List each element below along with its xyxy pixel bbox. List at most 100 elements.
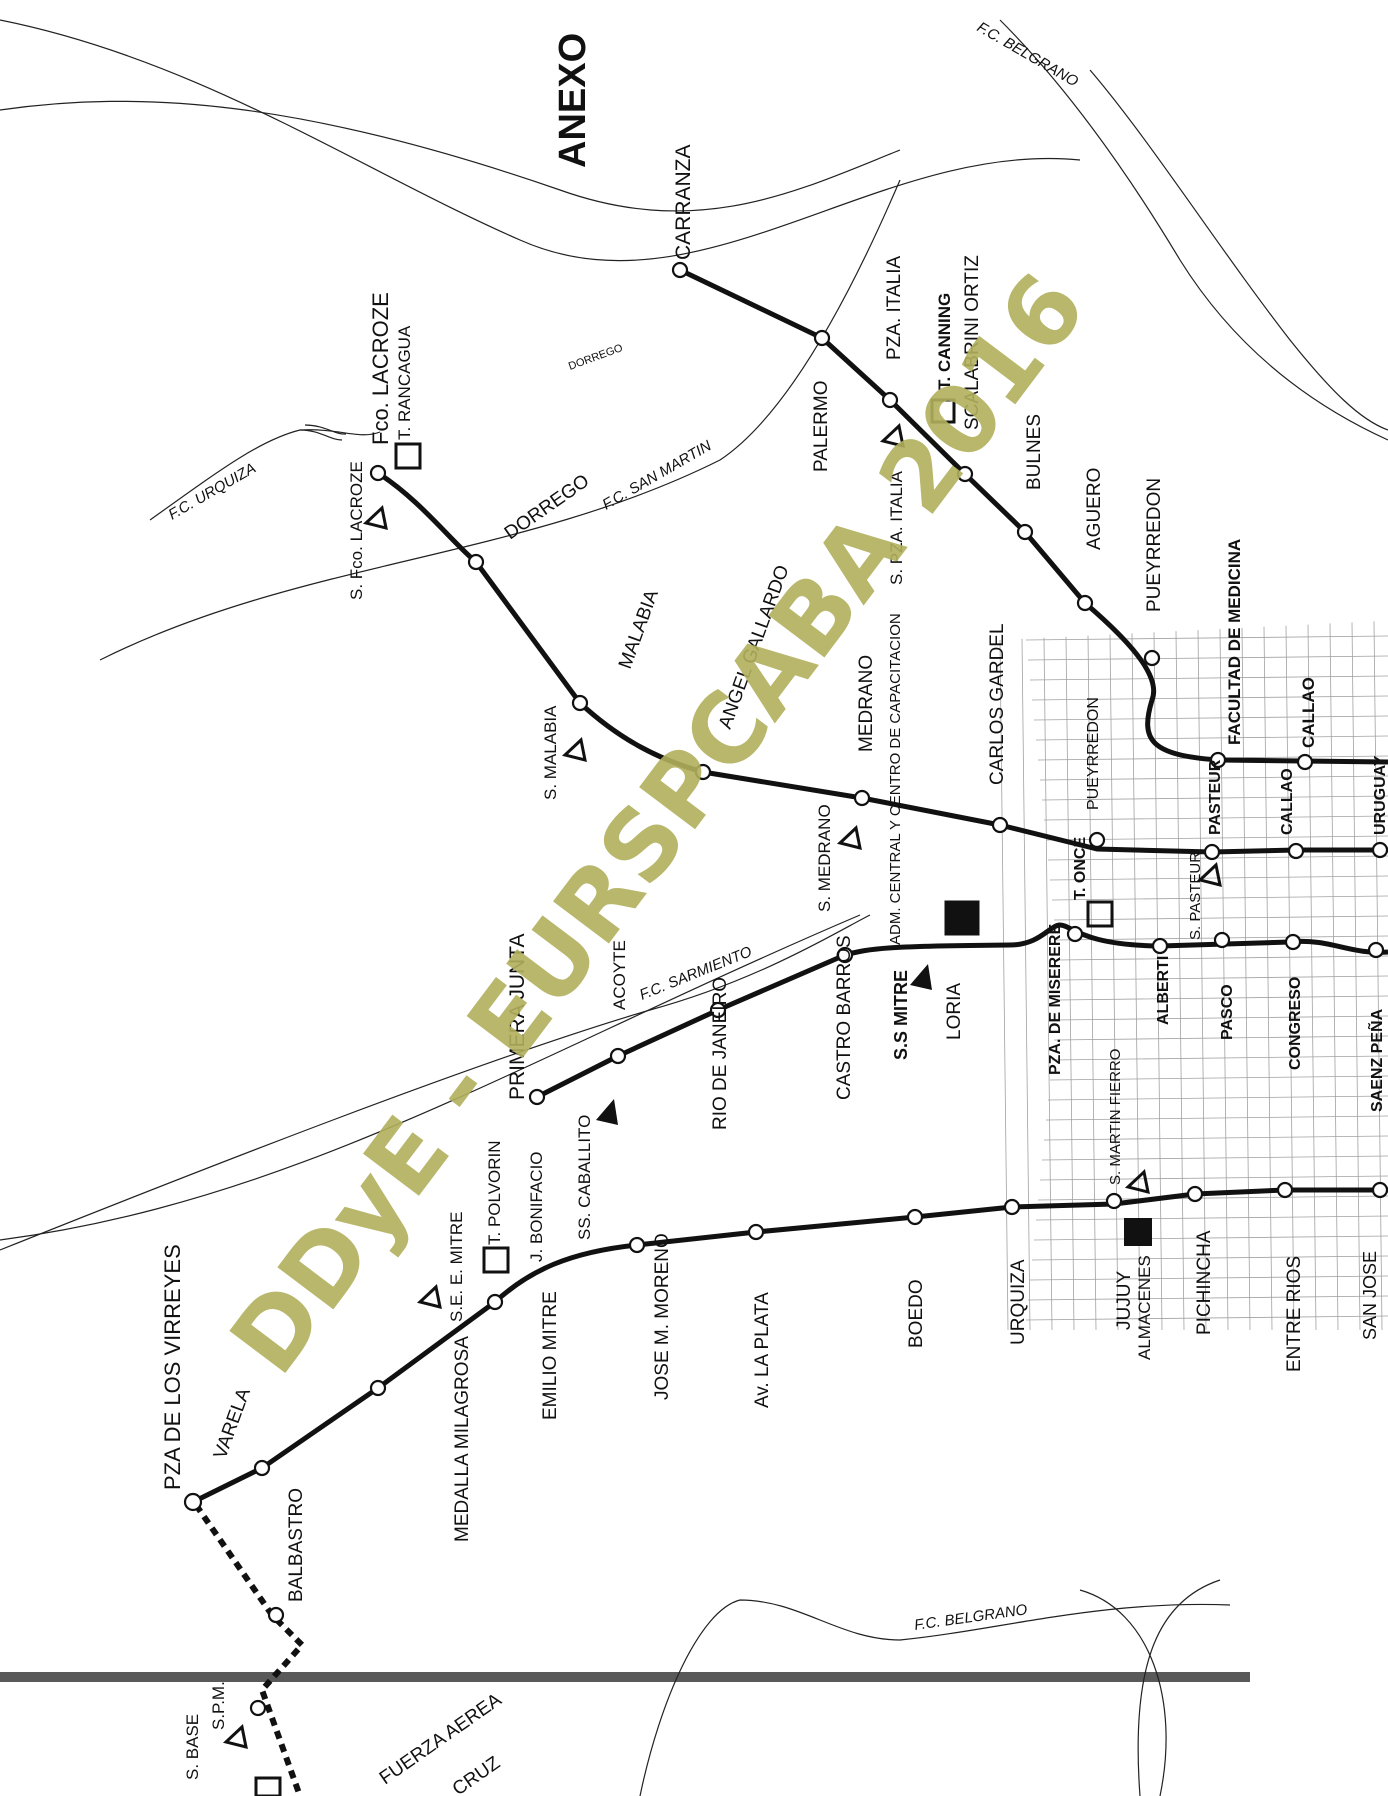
grid-avenue: [1057, 995, 1388, 1001]
station-dot-balbastro: [267, 1606, 285, 1624]
label-s-pza-italia: S. PZA. ITALIA: [887, 470, 906, 585]
label-loria: LORIA: [944, 983, 965, 1040]
label-uruguay: URUGUAY: [1372, 755, 1388, 835]
annex-title: ANEXO: [552, 33, 594, 168]
station-dot-virreyes: [183, 1492, 203, 1512]
grid-avenue: [1043, 815, 1388, 821]
station-dot-la-plata: [747, 1223, 765, 1241]
square-once-icon: [1086, 900, 1114, 928]
grid-avenue: [1029, 1275, 1388, 1281]
label-se-mitre: S.E. E. MITRE: [447, 1211, 466, 1322]
grid-avenue: [1047, 1095, 1388, 1101]
label-scalabrini: SCALABRINI ORTIZ: [962, 255, 983, 430]
station-dot-angel-gallardo: [694, 763, 712, 781]
label-pueyrredon-b: PUEYRREDON: [1085, 697, 1102, 810]
grid-street: [1021, 638, 1031, 1331]
rail-line-1: [0, 19, 1081, 262]
label-fc-urquiza: F.C. URQUIZA: [166, 460, 259, 524]
station-dot-congreso: [1284, 933, 1302, 951]
line-b: [376, 470, 1388, 855]
label-fc-belgrano-top: F.C. BELGRANO: [974, 19, 1081, 91]
label-s-martin-fierro: S. MARTIN FIERRO: [1107, 1049, 1124, 1185]
square-polvorin-icon: [482, 1246, 510, 1274]
label-carranza: CARRANZA: [672, 144, 695, 260]
label-ss-caballito: SS. CABALLITO: [575, 1115, 594, 1240]
watermark: DDyE - EURSPCABA 2016: [209, 253, 1107, 1394]
station-dot-malabia: [571, 694, 589, 712]
station-dot-carranza: [671, 261, 689, 279]
label-jujuy: JUJUY: [1114, 1271, 1135, 1330]
triangle-pasteur-icon: [1196, 862, 1222, 888]
rail-belgrano-bottom-branch-2: [1137, 1579, 1221, 1796]
station-dot-rio-de-janeiro: [709, 1001, 727, 1019]
label-s-pm: S.P.M.: [209, 1681, 228, 1730]
label-virreyes: PZA DE LOS VIRREYES: [160, 1244, 185, 1490]
grid-avenue: [1051, 1055, 1388, 1061]
station-markers: [183, 261, 1388, 1717]
grid-street: [1263, 626, 1273, 1331]
station-dot-urquiza: [1003, 1198, 1021, 1216]
station-dot-lacroze: [369, 464, 387, 482]
station-dot-scalabrini: [956, 465, 974, 483]
grid-avenue: [1033, 715, 1388, 721]
label-t-canning: T. CANNING: [935, 293, 954, 390]
label-acoyte: ACOYTE: [610, 940, 629, 1010]
triangle-martin-fierro-icon: [1124, 1169, 1150, 1195]
station-dot-palermo: [813, 329, 831, 347]
station-dot-varela: [253, 1459, 271, 1477]
station-dot-pueyrredon-b: [1088, 831, 1106, 849]
station-dot-miserere: [1066, 925, 1084, 943]
grid-street: [1043, 637, 1053, 1331]
rail-urquiza-line: [149, 429, 381, 521]
triangle-ss-mitre-icon: [910, 964, 932, 990]
station-dot-bulnes: [1016, 523, 1034, 541]
labels: ANEXO CARRANZA PALERMO PZA. ITALIA SCALA…: [160, 33, 1388, 1796]
label-emilio-mitre: EMILIO MITRE: [540, 1291, 561, 1420]
label-callao-d: CALLAO: [1299, 677, 1318, 748]
premetro-line: [193, 1503, 307, 1796]
grid-avenue: [1035, 735, 1388, 741]
grid-avenue: [1055, 1015, 1388, 1021]
station-dot-uruguay: [1371, 841, 1388, 859]
label-cruz: CRUZ: [449, 1752, 505, 1796]
label-pasco: PASCO: [1219, 984, 1236, 1040]
grid-avenue: [1059, 975, 1388, 981]
station-dot-pichincha: [1186, 1185, 1204, 1203]
grid-street: [1131, 633, 1141, 1331]
station-dot-entre-rios: [1276, 1181, 1294, 1199]
station-dot-callao-b: [1287, 842, 1305, 860]
label-la-plata: Av. LA PLATA: [752, 1292, 773, 1408]
station-dot-medalla: [369, 1379, 387, 1397]
triangle-caballito-icon: [596, 1099, 618, 1125]
grid-street: [1241, 627, 1251, 1331]
label-carlos-gardel: CARLOS GARDEL: [987, 623, 1008, 785]
grid-avenue: [1057, 955, 1388, 961]
label-pueyrredon-d: PUEYRREDON: [1144, 478, 1165, 612]
label-bulnes: BULNES: [1024, 414, 1045, 490]
label-primera-junta: PRIMERA JUNTA: [506, 934, 529, 1100]
label-s-medrano: S. MEDRANO: [815, 804, 834, 912]
triangle-malabia-icon: [561, 737, 587, 763]
rail-urquiza-spur: [299, 424, 347, 441]
label-rio-de-janeiro: RIO DE JANEIRO: [710, 977, 731, 1130]
label-fco-lacroze: Fco. LACROZE: [368, 292, 393, 445]
grid-avenue: [1045, 1115, 1388, 1121]
label-adm-central: ADM. CENTRAL Y CENTRO DE CAPACITACION: [887, 613, 904, 945]
grid-avenue: [1031, 695, 1388, 701]
triangle-medrano-icon: [836, 825, 862, 851]
station-dot-medrano: [853, 789, 871, 807]
label-palermo: PALERMO: [811, 380, 832, 472]
grid-avenue: [1051, 895, 1388, 901]
label-varela: VARELA: [210, 1385, 255, 1462]
triangle-pza-italia-icon: [879, 423, 905, 449]
label-ss-mitre: S.S MITRE: [891, 970, 911, 1060]
railway-lines: [0, 19, 1388, 1796]
grid-avenue: [1027, 655, 1388, 661]
station-dot-alberti: [1151, 937, 1169, 955]
grid-street: [1087, 635, 1097, 1331]
grid-street: [1153, 632, 1163, 1331]
station-dot-premetro: [249, 1699, 267, 1717]
label-boedo: BOEDO: [906, 1279, 927, 1348]
label-fc-belgrano-bottom: F.C. BELGRANO: [913, 1601, 1029, 1634]
